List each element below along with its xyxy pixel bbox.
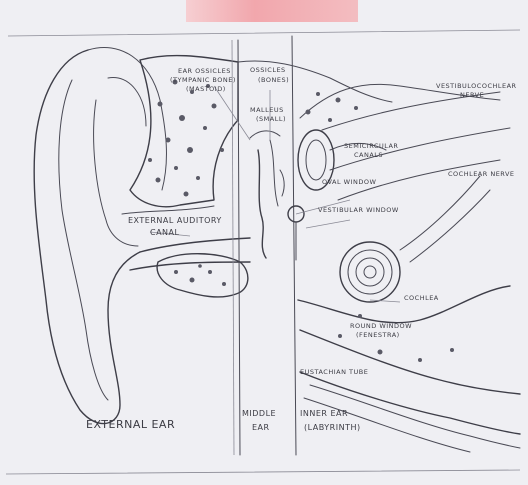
label-round-window-b: (FENESTRA) [356,331,400,339]
label-semicircular-a: SEMICIRCULAR [344,142,398,150]
label-cochlea: COCHLEA [404,294,439,302]
label-vestibular-window: VESTIBULAR WINDOW [318,206,399,214]
label-malleus-b: (SMALL) [256,115,286,123]
pinna-outline [34,47,166,423]
label-ear-ossicles-b: (TYMPANIC BONE) [170,76,236,84]
label-external-canal-b: CANAL [150,228,180,237]
label-semicircular-b: CANALS [354,151,383,159]
vestibule [288,206,304,260]
label-vestibulocochlear-b: NERVE [460,91,484,99]
label-cochlear-nerve: COCHLEAR NERVE [448,170,515,178]
label-malleus-a: MALLEUS [250,106,284,114]
label-ear-ossicles-c: (MASTOID) [186,85,226,93]
middle-ear-dividers [232,36,296,455]
label-ear-ossicles-a: EAR OSSICLES [178,67,231,75]
label-inner-ear-a: INNER EAR [300,409,348,418]
label-ossicles-bones: OSSICLES [250,66,286,74]
ossicles [250,131,284,258]
label-oval-window: OVAL WINDOW [322,178,376,186]
label-external-ear: EXTERNAL EAR [86,418,175,431]
label-round-window-a: ROUND WINDOW [350,322,412,330]
label-middle-ear-b: EAR [252,423,270,432]
label-external-canal-a: EXTERNAL AUDITORY [128,216,222,225]
label-vestibulocochlear-a: VESTIBULOCOCHLEAR [436,82,517,90]
label-ossicles-bones2: (BONES) [258,76,289,84]
label-eustachian-tube: EUSTACHIAN TUBE [300,368,368,376]
cochlea [340,242,400,302]
label-inner-ear-b: (LABYRINTH) [304,423,361,432]
label-middle-ear-a: MIDDLE [242,409,276,418]
temporal-bone-lower [157,254,248,297]
